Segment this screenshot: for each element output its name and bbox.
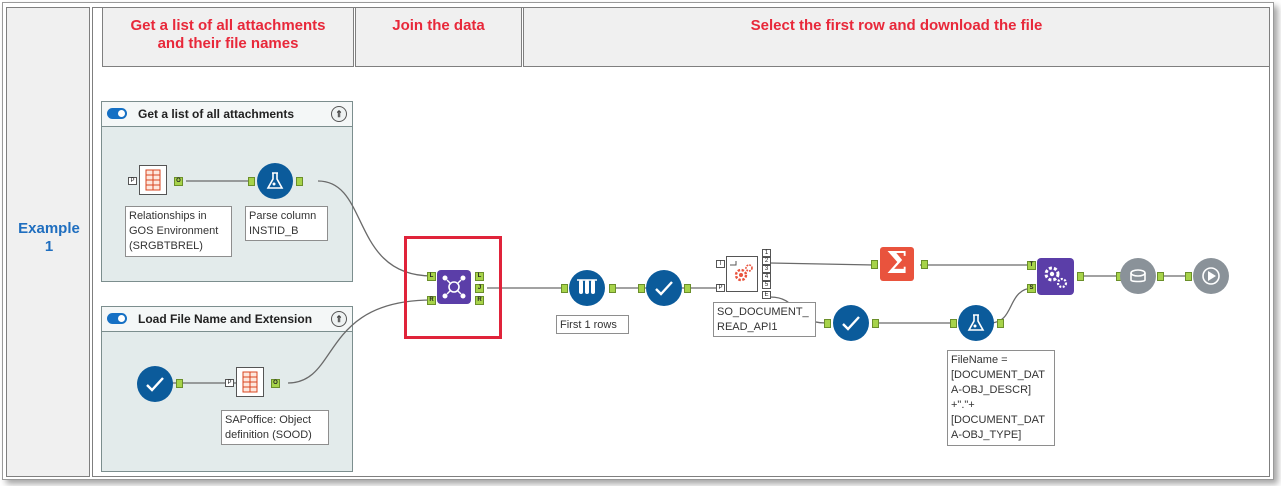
port-input[interactable] xyxy=(950,319,957,328)
port-input[interactable] xyxy=(561,284,568,293)
port-input[interactable] xyxy=(1185,272,1192,281)
port-output-r[interactable]: R xyxy=(475,296,484,305)
formula-tool[interactable] xyxy=(958,305,994,341)
checkmark-icon xyxy=(146,377,164,392)
collapse-icon[interactable]: ⇑ xyxy=(331,311,347,327)
header-join-data-text: Join the data xyxy=(392,17,485,34)
header-get-attachments: Get a list of all attachments and their … xyxy=(102,7,354,67)
checkmark-icon xyxy=(842,316,860,331)
header-get-attachments-text: Get a list of all attachments and their … xyxy=(130,17,326,52)
container-header[interactable]: Load File Name and Extension ⇑ xyxy=(102,307,352,332)
port-output[interactable] xyxy=(296,177,303,186)
header-join-data: Join the data xyxy=(355,7,522,67)
port-output[interactable] xyxy=(609,284,616,293)
checkmark-icon xyxy=(655,281,673,296)
port-label-4[interactable]: 4 xyxy=(762,273,771,281)
container-title: Get a list of all attachments xyxy=(138,107,295,121)
port-label-3[interactable]: 3 xyxy=(762,265,771,273)
port-label-5[interactable]: 5 xyxy=(762,281,771,289)
header-select-download-text: Select the first row and download the fi… xyxy=(750,17,1043,34)
download-macro-tool[interactable] xyxy=(1037,258,1074,295)
port-output[interactable] xyxy=(1157,272,1164,281)
sap-input-icon[interactable] xyxy=(236,367,264,397)
blob-convert-tool[interactable] xyxy=(1120,258,1156,294)
annotation-sapoffice: SAPoffice: Object definition (SOOD) xyxy=(221,410,329,445)
port-label-e[interactable]: E xyxy=(762,291,771,299)
port-input[interactable] xyxy=(248,177,255,186)
port-input-s[interactable]: S xyxy=(1027,284,1036,293)
join-icon xyxy=(442,275,466,299)
port-label-p: P xyxy=(225,379,234,387)
join-tool[interactable] xyxy=(437,270,471,304)
port-output[interactable] xyxy=(872,319,879,328)
example-label: Example 1 xyxy=(18,220,80,255)
annotation-first-rows: First 1 rows xyxy=(556,315,629,334)
container-title: Load File Name and Extension xyxy=(138,312,313,326)
port-output[interactable] xyxy=(921,260,928,269)
port-output-o[interactable]: O xyxy=(174,177,183,186)
select-tool[interactable] xyxy=(137,366,173,402)
table-icon xyxy=(242,371,258,393)
example-column: Example 1 xyxy=(6,7,90,477)
port-input-r[interactable]: R xyxy=(427,296,436,305)
port-input[interactable] xyxy=(824,319,831,328)
port-output[interactable] xyxy=(1077,272,1084,281)
container-toggle[interactable] xyxy=(107,108,127,119)
select-tool[interactable] xyxy=(646,270,682,306)
select-tool[interactable] xyxy=(833,305,869,341)
port-input-t[interactable]: T xyxy=(1027,261,1036,270)
annotation-parse-column: Parse column INSTID_B xyxy=(245,206,328,241)
test-tubes-icon xyxy=(577,279,597,294)
port-label-p: P xyxy=(716,284,725,292)
container-header[interactable]: Get a list of all attachments ⇑ xyxy=(102,102,352,127)
port-output[interactable] xyxy=(176,379,183,388)
port-output[interactable] xyxy=(684,284,691,293)
play-arrow-icon xyxy=(1202,267,1220,285)
port-input[interactable] xyxy=(871,260,878,269)
port-output[interactable] xyxy=(997,319,1004,328)
disk-icon xyxy=(1130,269,1146,283)
port-output-o[interactable]: O xyxy=(271,379,280,388)
sap-input-icon[interactable] xyxy=(139,165,167,195)
port-label-p: P xyxy=(128,177,137,185)
sap-function-tool[interactable] xyxy=(726,256,758,292)
port-input[interactable] xyxy=(638,284,645,293)
port-output-l[interactable]: L xyxy=(475,272,484,281)
sigma-icon: Σ xyxy=(886,246,908,281)
port-output-j[interactable]: J xyxy=(475,284,484,293)
table-icon xyxy=(145,169,161,191)
port-label-2[interactable]: 2 xyxy=(762,257,771,265)
flask-icon xyxy=(266,172,284,189)
annotation-so-document: SO_DOCUMENT_ READ_API1 xyxy=(713,302,816,337)
sample-tool[interactable] xyxy=(569,270,605,306)
join-highlight-box xyxy=(404,236,502,339)
annotation-relationships: Relationships in GOS Environment (SRGBTB… xyxy=(125,206,232,257)
collapse-icon[interactable]: ⇑ xyxy=(331,106,347,122)
port-input-l[interactable]: L xyxy=(427,272,436,281)
formula-tool[interactable] xyxy=(257,163,293,199)
header-select-download: Select the first row and download the fi… xyxy=(523,7,1270,67)
gears-icon xyxy=(730,261,753,282)
summarize-tool[interactable]: Σ xyxy=(880,247,914,281)
annotation-filename: FileName = [DOCUMENT_DAT A-OBJ_DESCR] +"… xyxy=(947,350,1055,446)
flask-icon xyxy=(967,314,985,331)
container-toggle[interactable] xyxy=(107,313,127,324)
port-label-1[interactable]: 1 xyxy=(762,249,771,257)
port-label-i: I xyxy=(716,260,725,268)
gears-icon xyxy=(1044,266,1067,288)
output-tool[interactable] xyxy=(1193,258,1229,294)
